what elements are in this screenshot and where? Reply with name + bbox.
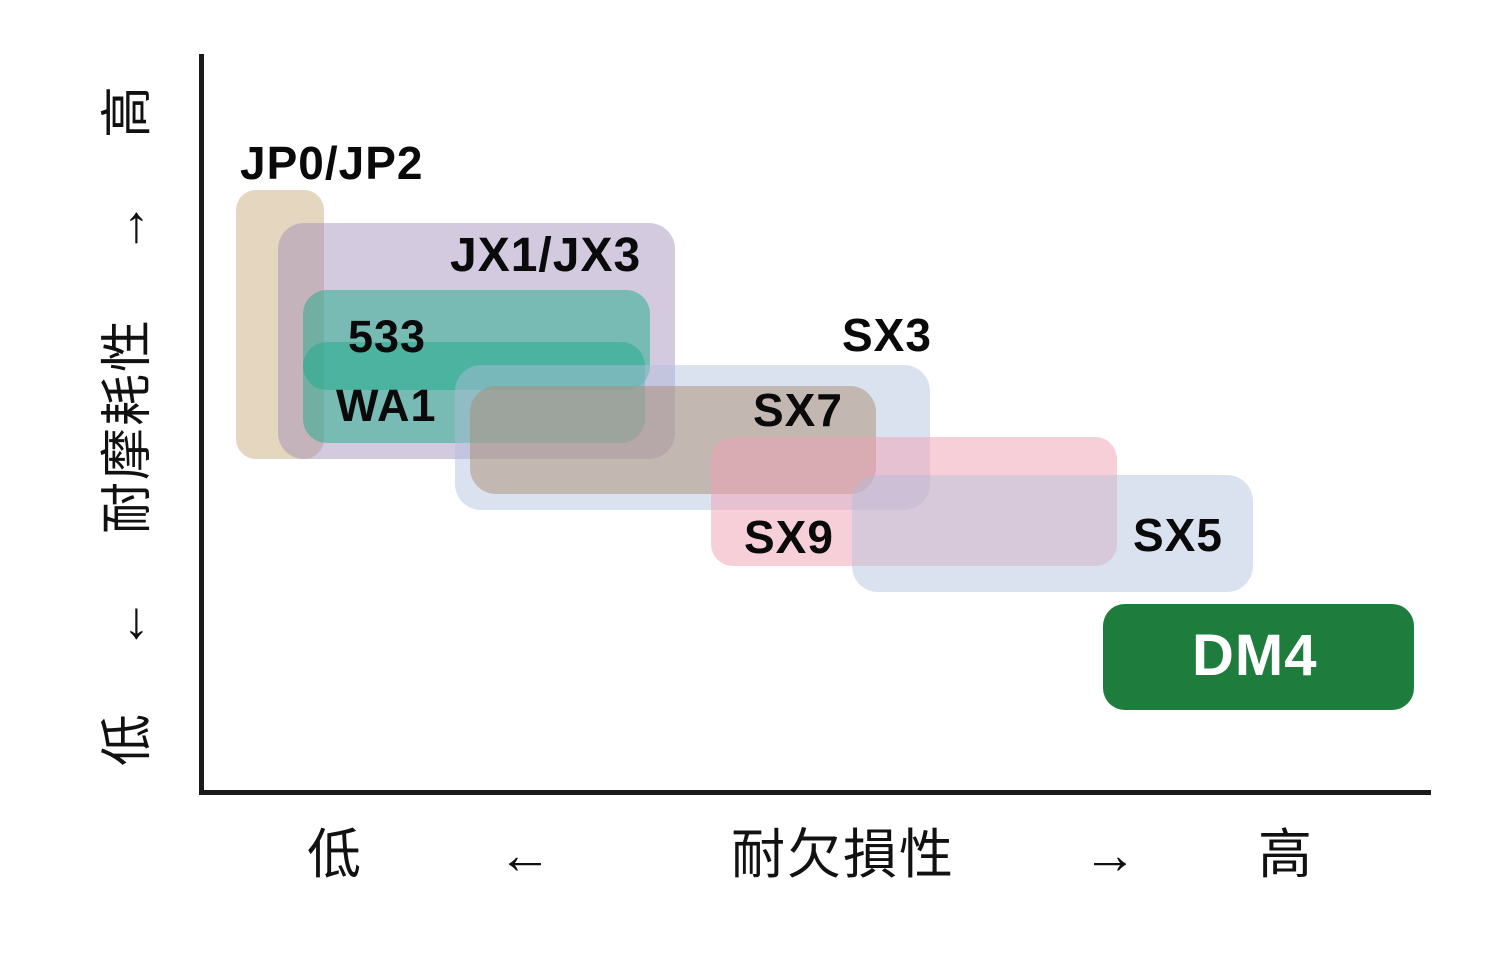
y-axis-low-label: 低	[99, 714, 157, 767]
grade-label-jx1-jx3: JX1/JX3	[450, 229, 642, 282]
grade-label-533: 533	[348, 311, 427, 362]
x-axis-arrow-low-icon: ←	[498, 825, 552, 885]
y-axis-high-label: 高	[99, 85, 157, 138]
y-axis-label: 低 ← 耐摩耗性 → 高	[98, 76, 158, 776]
grade-label-wa1: WA1	[336, 380, 437, 431]
y-axis-arrow-low-icon: ←	[99, 598, 157, 651]
y-axis-line	[199, 54, 204, 795]
x-axis-line	[199, 790, 1431, 795]
y-axis-arrow-high-icon: →	[99, 202, 157, 254]
y-axis-title: 耐摩耗性	[99, 318, 157, 535]
grade-label-sx3: SX3	[842, 309, 932, 361]
x-axis-title: 耐欠損性	[731, 825, 955, 885]
grade-label-jp0-jp2: JP0/JP2	[240, 137, 424, 189]
x-axis-arrow-high-icon: →	[1083, 825, 1137, 885]
x-axis-low-label: 低	[307, 825, 361, 885]
grade-box-sx5	[852, 475, 1253, 592]
x-axis-high-label: 高	[1258, 825, 1312, 885]
grade-box-sx9	[711, 437, 1117, 566]
grade-label-sx5: SX5	[1133, 509, 1223, 561]
grade-label-sx9: SX9	[744, 511, 834, 563]
grade-box-dm4	[1103, 604, 1414, 710]
grade-label-sx7: SX7	[753, 384, 843, 436]
grade-label-dm4: DM4	[1192, 623, 1318, 688]
